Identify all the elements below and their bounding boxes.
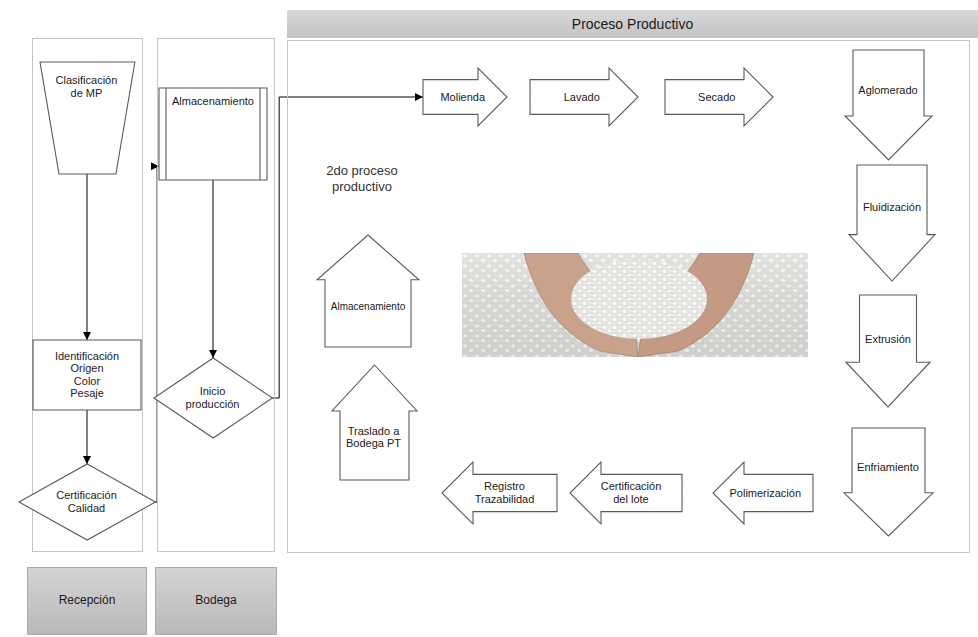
node-text: Traslado a Bodega PT bbox=[345, 425, 403, 450]
pellet-pile bbox=[571, 259, 707, 339]
process-panel: Molienda Lavado Secado AglomeradoFluidizaci… bbox=[287, 10, 978, 553]
node-text: Color bbox=[54, 375, 120, 388]
text-holder: Almacenamiento bbox=[172, 95, 255, 108]
text-holder: Molienda bbox=[440, 91, 486, 104]
shape-path bbox=[159, 88, 267, 180]
process-box: IdentificaciónOrigenColorPesaje bbox=[33, 340, 141, 410]
flow-connector bbox=[213, 180, 214, 358]
shape-path bbox=[33, 340, 141, 410]
node-text: Origen bbox=[54, 362, 120, 375]
step-arrow: Molienda bbox=[423, 68, 507, 126]
flow-connector bbox=[87, 410, 88, 464]
shape-path bbox=[846, 295, 930, 407]
lane-label: Recepción bbox=[27, 567, 147, 635]
storage-inner-line bbox=[165, 88, 166, 180]
node-text: Almacenamiento bbox=[172, 95, 255, 108]
step-arrow: Secado bbox=[665, 68, 773, 126]
shape-outline bbox=[317, 235, 419, 347]
shape-path bbox=[442, 462, 557, 524]
shape-path bbox=[665, 68, 773, 126]
node-text: Clasificación de MP bbox=[50, 74, 122, 99]
photo-shade bbox=[462, 253, 808, 357]
node-text: Certificación del lote bbox=[595, 480, 667, 505]
step-arrow: Polimerización bbox=[713, 462, 813, 524]
shape-path bbox=[423, 68, 507, 126]
shape-outline bbox=[849, 165, 935, 281]
node-text: Proceso Productivo bbox=[572, 16, 693, 32]
shape-path bbox=[844, 428, 933, 536]
storage-box: Almacenamiento bbox=[159, 88, 267, 180]
shape-path bbox=[19, 464, 155, 540]
text-holder: Enfriamiento bbox=[857, 461, 920, 474]
step-arrow: Certificación del lote bbox=[570, 462, 682, 524]
node-text: Aglomerado bbox=[858, 84, 919, 97]
panel-header: Proceso Productivo bbox=[287, 10, 978, 38]
node-text: Fluidización bbox=[862, 201, 922, 214]
flow-connector bbox=[272, 97, 423, 398]
shape-path bbox=[332, 365, 417, 480]
manual-operation: Clasificación de MP bbox=[40, 62, 135, 174]
node-text: Almacenamiento bbox=[330, 301, 406, 313]
text-holder: Clasificación de MP bbox=[50, 74, 122, 99]
node-text: Molienda bbox=[440, 91, 486, 104]
step-arrow: Extrusión bbox=[846, 295, 930, 407]
text-holder: Lavado bbox=[563, 91, 601, 104]
shape-path bbox=[845, 50, 932, 160]
decision-diamond: Certificación Calidad bbox=[19, 464, 155, 540]
text-holder: Registro Trazabilidad bbox=[470, 480, 540, 505]
pellets-photo bbox=[462, 253, 808, 357]
node-text: Lavado bbox=[563, 91, 601, 104]
lane-label: Bodega bbox=[155, 567, 277, 635]
step-arrow: Aglomerado bbox=[845, 50, 932, 160]
node-text: Bodega bbox=[195, 594, 236, 608]
swimlane: AlmacenamientoInicio producciónBodega bbox=[155, 38, 277, 635]
text-holder: Inicio producción bbox=[181, 385, 245, 410]
node-text: Certificación Calidad bbox=[51, 489, 123, 514]
pellet-background bbox=[462, 253, 808, 357]
swimlane: Clasificación de MPIdentificaciónOrigenC… bbox=[27, 38, 147, 635]
decision-diamond: Inicio producción bbox=[154, 358, 272, 438]
step-arrow: Enfriamiento bbox=[844, 428, 933, 536]
shape-path bbox=[154, 358, 272, 438]
section-note: 2do proceso productivo bbox=[298, 163, 426, 194]
shape-outline bbox=[844, 428, 933, 536]
text-holder: Fluidización bbox=[862, 201, 922, 214]
step-arrow: Registro Trazabilidad bbox=[442, 462, 557, 524]
text-holder: Almacenamiento bbox=[330, 301, 406, 313]
node-text: Enfriamiento bbox=[857, 461, 920, 474]
storage-inner-line bbox=[259, 88, 260, 180]
text-holder: Polimerización bbox=[729, 487, 802, 500]
node-text: Inicio producción bbox=[181, 385, 245, 410]
step-arrow: Fluidización bbox=[849, 165, 935, 281]
shape-outline bbox=[332, 365, 417, 480]
text-holder: Secado bbox=[697, 91, 736, 104]
shape-outline bbox=[846, 295, 930, 407]
text-holder: Traslado a Bodega PT bbox=[345, 425, 403, 450]
step-arrow: Lavado bbox=[530, 68, 638, 126]
shape-path bbox=[530, 68, 638, 126]
node-text: Registro Trazabilidad bbox=[470, 480, 540, 505]
shape-path bbox=[849, 165, 935, 281]
shape-path bbox=[570, 462, 682, 524]
shape-path bbox=[317, 235, 419, 347]
text-holder: Certificación del lote bbox=[595, 480, 667, 505]
node-text: Recepción bbox=[59, 594, 116, 608]
step-arrow: Almacenamiento bbox=[317, 235, 419, 347]
node-text: Polimerización bbox=[729, 487, 802, 500]
node-text: Pesaje bbox=[54, 387, 120, 400]
shape-outline bbox=[845, 50, 932, 160]
node-text: Identificación bbox=[54, 350, 120, 363]
flow-connector bbox=[86, 174, 87, 340]
text-holder: IdentificaciónOrigenColorPesaje bbox=[54, 350, 120, 401]
node-text: Secado bbox=[697, 91, 736, 104]
text-holder: Certificación Calidad bbox=[51, 489, 123, 514]
shape-path bbox=[713, 462, 813, 524]
text-holder: Aglomerado bbox=[858, 84, 919, 97]
node-text: Extrusión bbox=[865, 333, 912, 346]
step-arrow: Traslado a Bodega PT bbox=[332, 365, 417, 480]
text-holder: Extrusión bbox=[865, 333, 912, 346]
shape-path bbox=[40, 62, 135, 174]
